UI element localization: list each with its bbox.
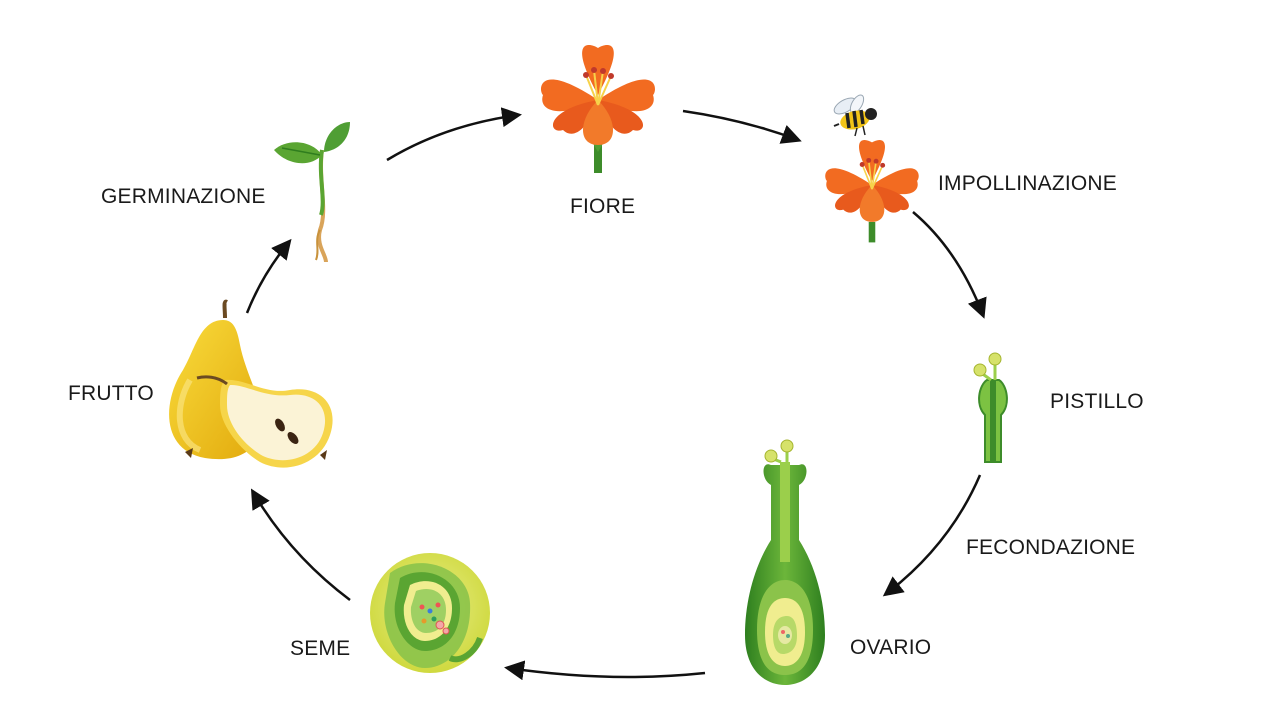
bee-icon — [833, 94, 877, 137]
arrow-germinazione-to-fiore — [386, 107, 522, 162]
seed-icon — [370, 553, 490, 673]
pistil-icon — [973, 352, 1008, 463]
arrow-ovario-to-seme — [504, 660, 706, 681]
label-impollinazione: IMPOLLINAZIONE — [938, 172, 1118, 195]
arrow-pistillo-to-ovario — [882, 474, 982, 597]
arrow-fiore-to-impollinazione — [682, 109, 802, 144]
sprout-icon — [274, 122, 350, 263]
label-pistillo: PISTILLO — [1050, 390, 1144, 413]
ovary-icon — [745, 439, 825, 685]
arrow-frutto-to-germinazione — [245, 238, 292, 314]
label-germinazione: GERMINAZIONE — [101, 185, 266, 208]
arrow-seme-to-frutto — [250, 488, 351, 601]
pollination-flower-icon — [825, 139, 919, 243]
label-ovario: OVARIO — [850, 636, 932, 659]
arrow-impollinazione-to-pistillo — [912, 211, 987, 319]
pear-icon — [169, 299, 333, 468]
label-fiore: FIORE — [570, 195, 636, 218]
flower-icon — [541, 45, 655, 173]
label-seme: SEME — [290, 637, 351, 660]
label-frutto: FRUTTO — [68, 382, 154, 405]
label-fecondazione: FECONDAZIONE — [966, 536, 1136, 559]
